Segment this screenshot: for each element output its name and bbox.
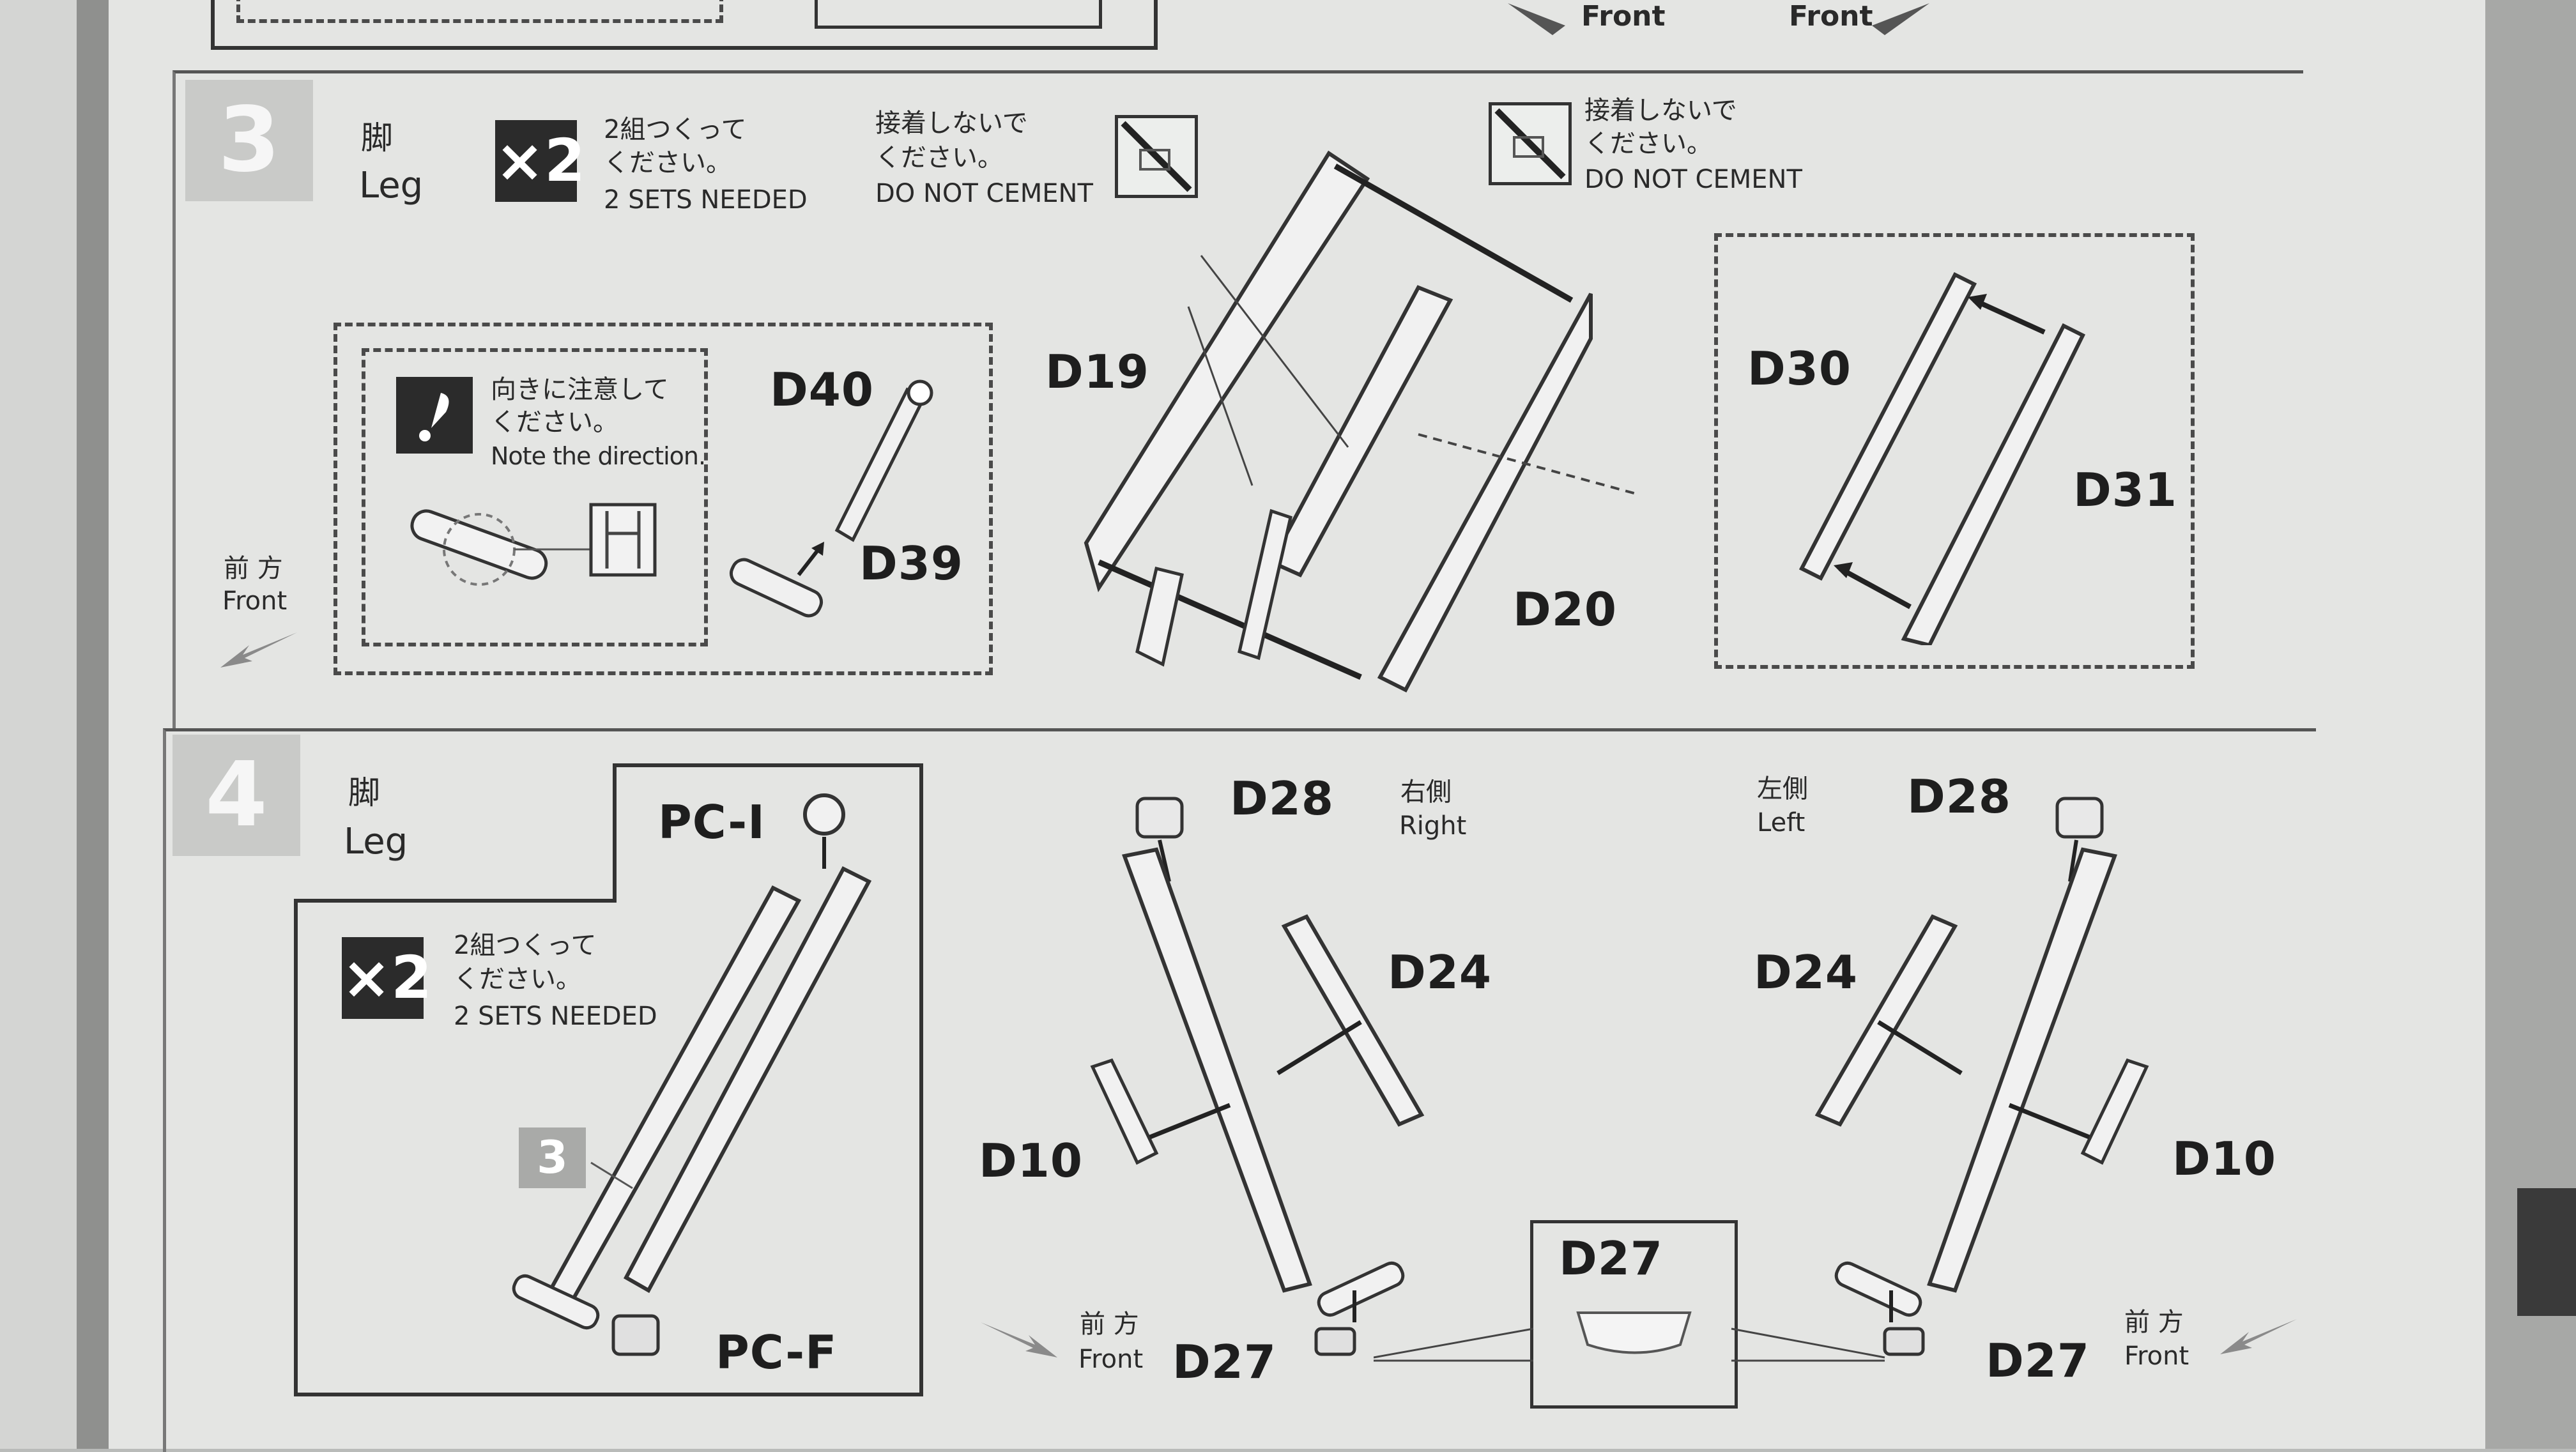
step4-sets-jp-2: ください。 [454, 965, 581, 994]
caution-icon [396, 377, 473, 454]
part-label-d27-detail: D27 [1559, 1232, 1663, 1285]
part-label-d31: D31 [2073, 463, 2177, 517]
step3-note-box [362, 348, 708, 646]
part-label-d27-right: D27 [1172, 1335, 1276, 1389]
part-label-d20: D20 [1513, 583, 1617, 636]
no-cement-icon-2 [1489, 102, 1572, 185]
step3-number: 3 [185, 80, 313, 201]
step3-leg-frame [1084, 150, 1636, 692]
step3-no-cement2-jp-2: ください。 [1584, 129, 1712, 158]
step2-frame-bottom [211, 0, 1158, 50]
step3-d30-d31-parts [1798, 271, 2086, 645]
front-arrow-icon-right [2220, 1319, 2297, 1354]
part-label-d40: D40 [770, 363, 874, 416]
step4-front-right-en: Front [2124, 1341, 2189, 1371]
no-cement-icon [1115, 115, 1198, 198]
arrow-icon [1508, 3, 1565, 35]
step3-note-jp-2: ください。 [491, 408, 618, 437]
step4-detail-drawing [1374, 1311, 1885, 1362]
step3-multiplier-badge: ×2 [495, 120, 585, 202]
step4-right-en: Right [1399, 811, 1467, 841]
arrow-icon [1872, 3, 1929, 35]
step2-dashed-box [236, 0, 723, 23]
step4-front-left-jp: 前 方 [1080, 1310, 1139, 1339]
step4-number: 4 [172, 735, 300, 856]
step3-frame [172, 70, 2303, 731]
header-arrows [1508, 3, 1929, 35]
step3-d40-part [729, 379, 933, 618]
step3-d30-d31-box [1714, 233, 2195, 669]
step4-detail-box [1530, 1220, 1738, 1409]
step4-left-jp: 左側 [1757, 774, 1808, 804]
step4-front-left-en: Front [1078, 1345, 1144, 1374]
step4-frame [163, 728, 2316, 1452]
step3-note-en: Note the direction. [491, 442, 706, 470]
step4-multiplier-badge: ×2 [342, 937, 432, 1019]
part-label-pc-f: PC-F [716, 1326, 838, 1379]
part-label-d28-left: D28 [1907, 770, 2011, 823]
step3-no-cement2-jp-1: 接着しないで [1584, 96, 1737, 125]
step3-note-drawing [410, 503, 657, 586]
step3-subassembly-box [334, 323, 993, 675]
right-page-tab [2517, 1188, 2576, 1316]
part-label-pc-i: PC-I [658, 795, 765, 849]
step3-no-cement-en: DO NOT CEMENT [875, 179, 1093, 208]
step3-front-en: Front [222, 586, 288, 616]
step3-title-jp: 脚 [361, 119, 393, 157]
step3-sets-jp-2: ください。 [604, 148, 732, 178]
step4-left-en: Left [1757, 808, 1805, 837]
step4-left-leg [1814, 797, 2149, 1356]
front-arrow-icon [220, 632, 297, 668]
step4-ref-step: 3 [537, 1131, 568, 1184]
step3-note-jp-1: 向きに注意して [491, 375, 669, 404]
left-page-edge [0, 0, 77, 1449]
step3-title-en: Leg [359, 165, 424, 206]
left-page-shadow [77, 0, 109, 1449]
step4-sub-frame [294, 763, 923, 1396]
part-label-d24-left: D24 [1754, 945, 1858, 999]
step4-sets-en: 2 SETS NEEDED [454, 1002, 657, 1031]
part-label-d24-right: D24 [1388, 945, 1492, 999]
step4-assembled-leg [512, 793, 872, 1356]
step4-sets-jp-1: 2組つくって [454, 931, 597, 960]
step3-no-cement2-en: DO NOT CEMENT [1584, 165, 1802, 194]
step4-front-right-jp: 前 方 [2124, 1308, 2184, 1337]
front-arrow-icon-left [981, 1322, 1057, 1357]
step3-no-cement-jp-2: ください。 [875, 143, 1003, 172]
step3-no-cement-jp-1: 接着しないで [875, 109, 1028, 138]
part-label-d28-right: D28 [1230, 772, 1334, 825]
part-label-d27-left: D27 [1986, 1334, 2090, 1387]
header-front-left: Front [1581, 0, 1666, 33]
step4-right-leg [1090, 797, 1425, 1356]
step3-sets-en: 2 SETS NEEDED [604, 185, 808, 215]
part-label-d10-right: D10 [979, 1134, 1083, 1188]
step4-right-jp: 右側 [1400, 777, 1452, 807]
step4-ref-step-badge: 3 [519, 1127, 586, 1188]
step3-sets-jp-1: 2組つくって [604, 115, 747, 144]
step3-multiplier: ×2 [495, 126, 586, 195]
step2-part-box [815, 0, 1102, 29]
part-label-d19: D19 [1045, 345, 1149, 399]
header-front-right: Front [1789, 0, 1873, 33]
part-label-d10-left: D10 [2172, 1132, 2276, 1186]
step4-multiplier: ×2 [342, 944, 433, 1012]
step4-title-en: Leg [344, 821, 408, 862]
step4-title-jp: 脚 [348, 774, 380, 811]
part-label-d30: D30 [1747, 342, 1851, 395]
part-label-d39: D39 [859, 537, 963, 590]
step3-front-jp: 前 方 [224, 554, 283, 583]
